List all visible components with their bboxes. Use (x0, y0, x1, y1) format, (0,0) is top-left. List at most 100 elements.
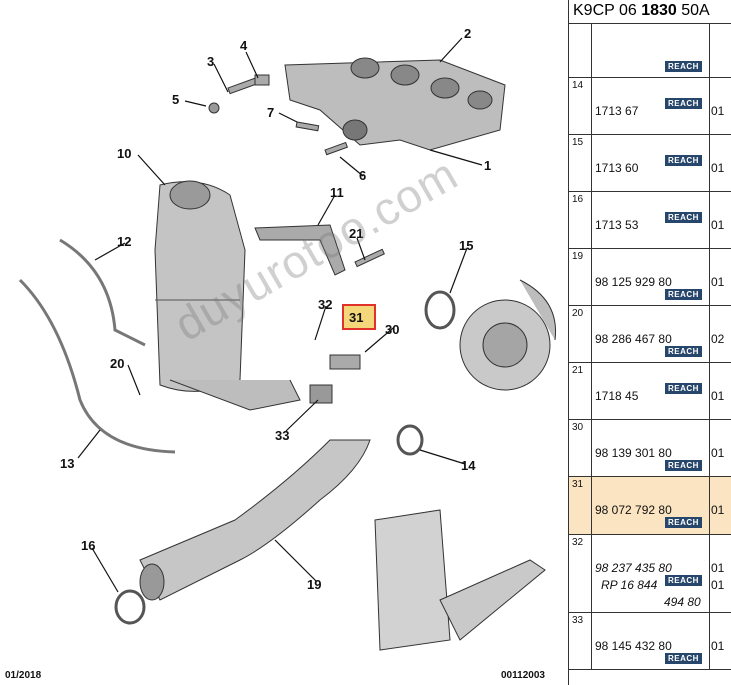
reach-badge: REACH (665, 289, 702, 300)
callout-30: 30 (385, 322, 399, 337)
reach-badge: REACH (665, 517, 702, 528)
sensor-pipe-lower (18, 278, 176, 454)
parts-row-16[interactable]: 16 1713 53 01 REACH (569, 192, 731, 249)
row-number: 15 (572, 137, 584, 148)
callout-12: 12 (117, 234, 131, 249)
callout-16: 16 (81, 538, 95, 553)
row-number: 14 (572, 80, 584, 91)
particulate-filter (154, 180, 301, 411)
reach-badge: REACH (665, 61, 702, 72)
part-reference: 98 286 467 80 (595, 332, 672, 346)
reach-badge: REACH (665, 653, 702, 664)
quantity: 01 (711, 561, 725, 575)
leader-lines (77, 37, 483, 593)
quantity: 01 (711, 503, 725, 517)
part-reference: 1713 53 (595, 218, 639, 232)
callout-2: 2 (464, 26, 471, 41)
row-number: 19 (572, 251, 584, 262)
callout-20: 20 (110, 356, 124, 371)
footer-date: 01/2018 (5, 670, 42, 681)
parts-row-15[interactable]: 15 1713 60 01 REACH (569, 135, 731, 192)
quantity: 01 (711, 446, 725, 460)
reach-badge: REACH (665, 155, 702, 166)
sensor-bracket-33 (309, 384, 333, 404)
part-reference: 1718 45 (595, 389, 639, 403)
clamp-16 (114, 589, 146, 625)
callout-10: 10 (117, 146, 131, 161)
part-reference: 98 145 432 80 (595, 639, 672, 653)
callout-19: 19 (307, 577, 321, 592)
exhaust-manifold (284, 57, 506, 151)
part-reference: 98 072 792 80 (595, 503, 672, 517)
header-bold: 1830 (641, 2, 677, 19)
sensor-pipe (59, 238, 146, 347)
reach-badge: REACH (665, 460, 702, 471)
reach-badge: REACH (665, 383, 702, 394)
part-reference-alt: RP 16 844 (601, 578, 658, 592)
quantity: 01 (711, 275, 725, 289)
reach-badge: REACH (665, 575, 702, 586)
clamp-14 (396, 424, 424, 456)
callout-7: 7 (267, 105, 274, 120)
part-reference: 1713 60 (595, 161, 639, 175)
header-prefix: K9CP 06 (573, 2, 637, 19)
quantity: 01 (711, 389, 725, 403)
reach-badge: REACH (665, 212, 702, 223)
row-number: 20 (572, 308, 584, 319)
callout-labels: 2 1 3 4 5 7 6 10 11 21 12 15 32 31 30 20… (60, 26, 491, 592)
studs-and-nuts (208, 74, 349, 156)
row-number: 32 (572, 537, 584, 548)
part-reference: 98 139 301 80 (595, 446, 672, 460)
bolt-21 (354, 248, 385, 268)
quantity: 02 (711, 332, 725, 346)
callout-32: 32 (318, 297, 332, 312)
pressure-sensor (329, 354, 361, 370)
callout-21: 21 (349, 226, 363, 241)
support-bracket (254, 224, 346, 276)
quantity: 01 (711, 161, 725, 175)
row-number: 33 (572, 615, 584, 626)
part-reference: 1713 67 (595, 104, 639, 118)
parts-row-21[interactable]: 21 1718 45 01 REACH (569, 363, 731, 420)
callout-11: 11 (330, 185, 344, 200)
part-reference: 98 237 435 80 (595, 561, 672, 575)
callout-14: 14 (461, 458, 476, 473)
assembly-inset (374, 509, 546, 651)
parts-row-top[interactable]: REACH (569, 24, 731, 78)
header-suffix: 50A (681, 2, 710, 19)
quantity: 01 (711, 639, 725, 653)
panel-header: K9CP 06 1830 50A (569, 0, 731, 24)
exploded-parts-diagram: 2 1 3 4 5 7 6 10 11 21 12 15 32 31 30 20… (18, 26, 557, 651)
callout-3: 3 (207, 54, 214, 69)
reach-badge: REACH (665, 346, 702, 357)
row-number: 16 (572, 194, 584, 205)
callout-15: 15 (459, 238, 473, 253)
exhaust-pipe (139, 439, 371, 601)
footer-code: 00112003 (501, 670, 545, 681)
quantity: 01 (711, 218, 725, 232)
quantity: 01 (711, 104, 725, 118)
parts-row-14[interactable]: 14 1713 67 01 REACH (569, 78, 731, 135)
part-reference-alt-suffix: 494 80 (664, 595, 701, 609)
callout-4: 4 (240, 38, 248, 53)
callout-6: 6 (359, 168, 366, 183)
callout-31: 31 (349, 310, 363, 325)
callout-1: 1 (484, 158, 491, 173)
reach-badge: REACH (665, 98, 702, 109)
row-number: 21 (572, 365, 584, 376)
callout-33: 33 (275, 428, 289, 443)
part-reference: 98 125 929 80 (595, 275, 672, 289)
callout-13: 13 (60, 456, 74, 471)
row-number: 31 (572, 479, 584, 490)
highlight-box-31 (342, 304, 376, 330)
quantity-alt: 01 (711, 578, 725, 592)
turbocharger (459, 279, 557, 391)
row-number: 30 (572, 422, 584, 433)
